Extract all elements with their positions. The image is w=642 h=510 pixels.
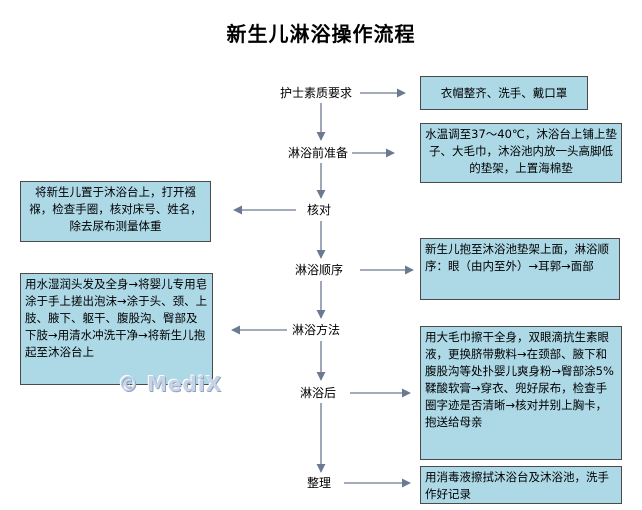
- box-verification: 将新生儿置于沐浴台上，打开襁褓，检查手圈，核对床号、姓名，除去尿布测量体重: [20, 181, 211, 242]
- box-bath-method: 用水湿润头发及全身→将婴儿专用皂涂于手上搓出泡沫→涂于头、颈、上肢、腋下、躯干、…: [20, 273, 213, 385]
- step-bath-method: 淋浴方法: [292, 322, 341, 338]
- box-nurse-requirements: 衣帽整齐、洗手、戴口罩: [420, 76, 588, 110]
- box-after-bath: 用大毛巾擦干全身，双眼滴抗生素眼液，更换脐带敷料→在颈部、腋下和腹股沟等处扑婴儿…: [420, 326, 622, 460]
- step-after-bath: 淋浴后: [300, 385, 337, 401]
- step-preparation: 淋浴前准备: [288, 145, 349, 161]
- step-nurse-requirements: 护士素质要求: [280, 85, 353, 101]
- page-title: 新生儿淋浴操作流程: [226, 22, 416, 46]
- step-bath-order: 淋浴顺序: [295, 262, 344, 278]
- box-tidy-up: 用消毒液擦拭沐浴台及沐浴池，洗手作好记录: [420, 466, 622, 504]
- medix-watermark: © MediX: [118, 372, 223, 396]
- box-bath-order: 新生儿抱至沐浴池垫架上面，淋浴顺序：眼（由内至外）→耳郭→面部: [420, 238, 620, 300]
- step-verification: 核对: [307, 202, 332, 218]
- box-preparation: 水温调至37～40℃，沐浴台上铺上垫子、大毛巾，沐浴池内放一头高脚低的垫架，上置…: [420, 123, 622, 183]
- step-tidy-up: 整理: [307, 475, 332, 491]
